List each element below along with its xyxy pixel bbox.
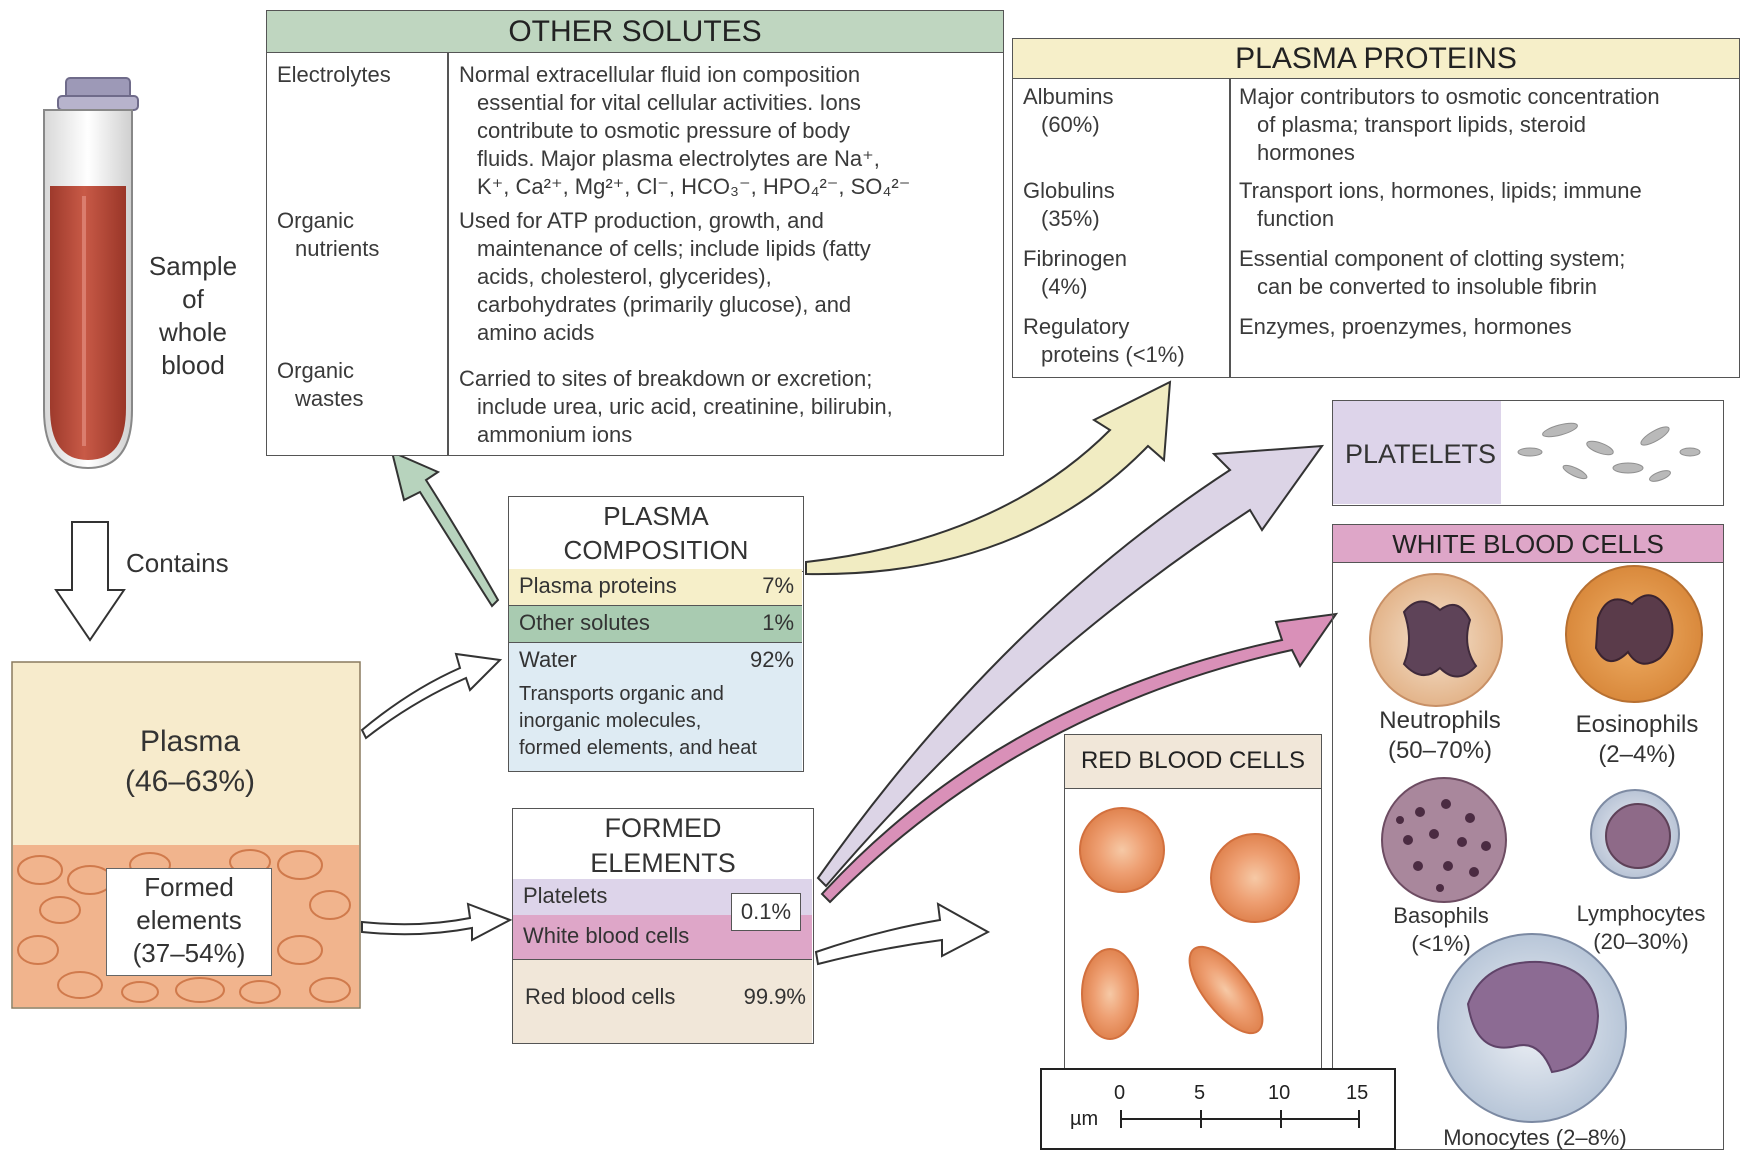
plasma-proteins-row: Plasma proteins 7% — [509, 569, 802, 606]
platelets-panel: PLATELETS — [1332, 400, 1724, 506]
other-solutes-title: OTHER SOLUTES — [267, 11, 1003, 53]
scale-line — [1120, 1118, 1360, 1120]
plasma-label: Plasma(46–63%) — [80, 722, 300, 802]
neutrophils-label: Neutrophils(50–70%) — [1360, 706, 1520, 766]
scale-tick-mark — [1280, 1110, 1282, 1128]
arrow-to-other-solutes — [392, 452, 498, 606]
regulatory-proteins-description: Enzymes, proenzymes, hormones — [1239, 313, 1739, 341]
white-blood-cells-title: WHITE BLOOD CELLS — [1333, 525, 1723, 563]
eosinophils-label: Eosinophils(2–4%) — [1552, 710, 1722, 770]
other-solutes-table: OTHER SOLUTES Electrolytes Normal extrac… — [266, 10, 1004, 456]
albumins-description: Major contributors to osmotic concentrat… — [1239, 83, 1739, 167]
column-divider — [447, 53, 449, 455]
plasma-proteins-table: PLASMA PROTEINS Albumins(60%) Major cont… — [1012, 38, 1740, 378]
scale-tick-mark — [1200, 1110, 1202, 1128]
contains-arrow-icon — [56, 522, 124, 640]
test-tube-icon — [44, 78, 138, 468]
fibrinogen-label: Fibrinogen(4%) — [1023, 245, 1223, 301]
electrolytes-description: Normal extracellular fluid ion compositi… — [459, 61, 1017, 201]
scale-unit: µm — [1070, 1108, 1098, 1131]
arrow-to-plasma-composition — [362, 654, 500, 738]
contains-label: Contains — [126, 548, 229, 579]
scale-tick-10: 10 — [1268, 1082, 1290, 1105]
organic-wastes-description: Carried to sites of breakdown or excreti… — [459, 365, 1017, 449]
white-blood-cells-panel: WHITE BLOOD CELLS — [1332, 524, 1724, 1150]
other-solutes-row: Other solutes 1% — [509, 606, 802, 643]
globulins-description: Transport ions, hormones, lipids; immune… — [1239, 177, 1739, 233]
albumins-label: Albumins(60%) — [1023, 83, 1223, 139]
plasma-proteins-title: PLASMA PROTEINS — [1013, 39, 1739, 79]
scale-tick-mark — [1120, 1110, 1122, 1128]
fibrinogen-description: Essential component of clotting system;c… — [1239, 245, 1739, 301]
red-blood-cells-panel: RED BLOOD CELLS — [1064, 734, 1322, 1070]
arrow-to-red-blood-cells — [816, 904, 988, 964]
monocytes-label: Monocytes (2–8%) — [1430, 1124, 1640, 1152]
scale-tick-0: 0 — [1114, 1082, 1125, 1105]
arrow-to-formed-elements — [362, 904, 510, 940]
scale-tick-5: 5 — [1194, 1082, 1205, 1105]
scale-bar: µm 0 5 10 15 — [1040, 1068, 1396, 1150]
red-blood-cells-title: RED BLOOD CELLS — [1065, 735, 1321, 789]
lymphocytes-label: Lymphocytes(20–30%) — [1556, 900, 1726, 956]
platelets-wbc-percentage: 0.1% — [731, 893, 801, 931]
platelets-panel-title: PLATELETS — [1345, 439, 1496, 470]
electrolytes-label: Electrolytes — [277, 61, 442, 89]
scale-tick-mark — [1358, 1110, 1360, 1128]
globulins-label: Globulins(35%) — [1023, 177, 1223, 233]
column-divider — [1229, 79, 1231, 377]
scale-tick-15: 15 — [1346, 1082, 1368, 1105]
basophils-label: Basophils(<1%) — [1366, 902, 1516, 958]
red-blood-cells-row: Red blood cells 99.9% — [513, 960, 812, 1043]
